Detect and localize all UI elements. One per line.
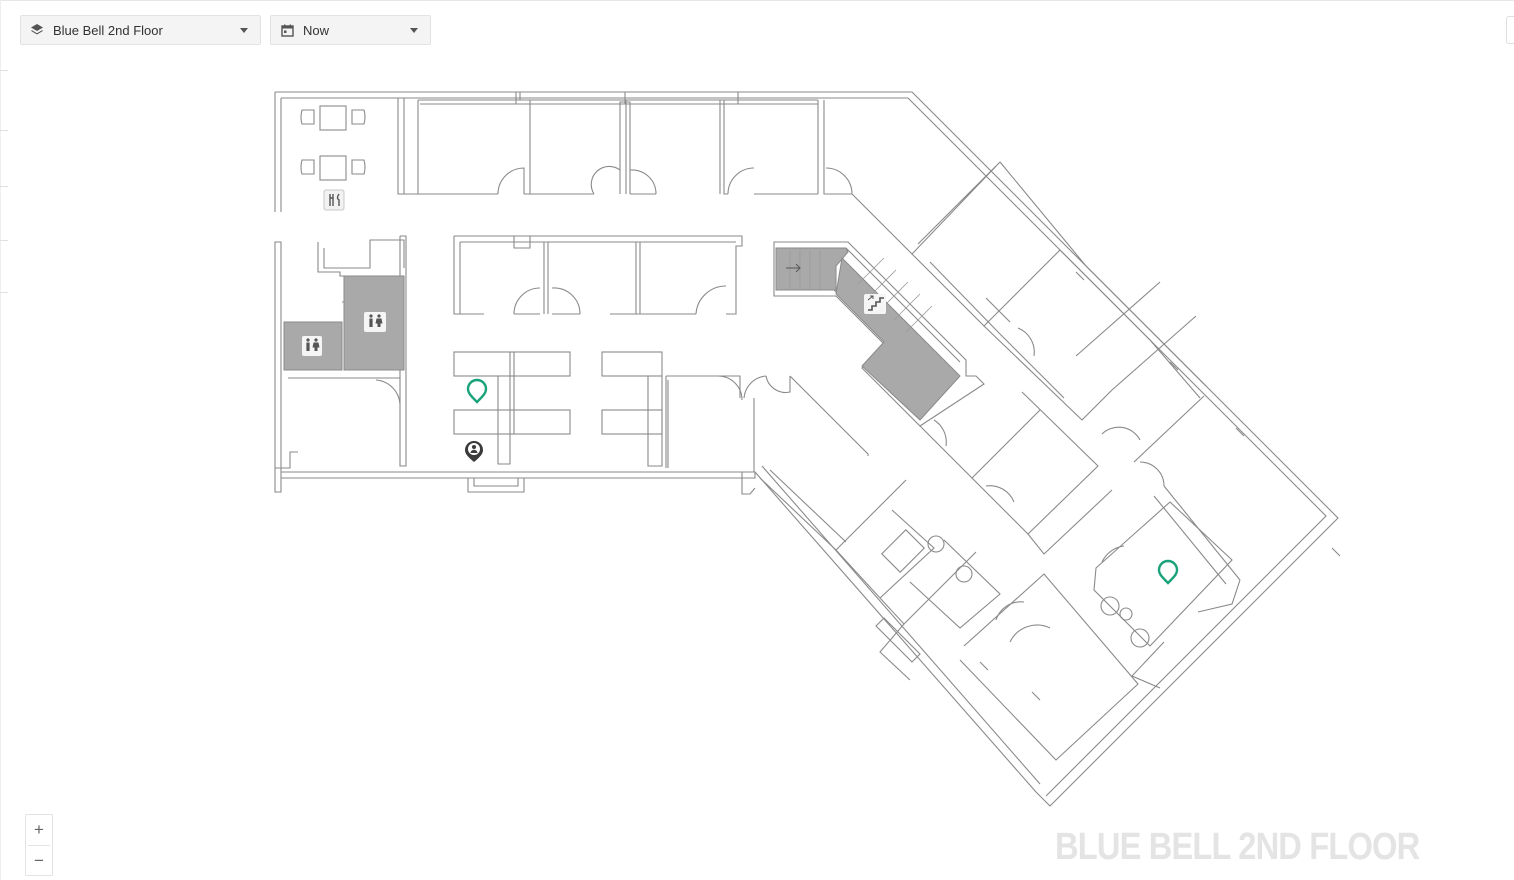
chevron-down-icon bbox=[410, 27, 418, 33]
person-pin-icon[interactable] bbox=[465, 441, 483, 462]
left-divider bbox=[0, 240, 8, 241]
restaurant-icon[interactable] bbox=[323, 189, 345, 211]
top-border bbox=[0, 0, 1514, 1]
left-divider bbox=[0, 130, 8, 131]
time-select-value: Now bbox=[303, 22, 330, 38]
floor-title-watermark: BLUE BELL 2ND FLOOR bbox=[1055, 826, 1420, 868]
restroom-icon[interactable] bbox=[364, 312, 386, 332]
left-border bbox=[0, 0, 1, 880]
location-pin-icon[interactable] bbox=[1157, 559, 1179, 585]
side-panel-toggle[interactable] bbox=[1506, 16, 1514, 44]
restroom-icon[interactable] bbox=[302, 336, 322, 356]
calendar-icon bbox=[279, 22, 295, 38]
stairs-icon[interactable] bbox=[864, 294, 886, 314]
zoom-in-button[interactable]: + bbox=[34, 820, 44, 839]
left-divider bbox=[0, 186, 8, 187]
zoom-divider bbox=[28, 845, 50, 846]
stair-area bbox=[775, 247, 849, 291]
layers-icon bbox=[29, 22, 45, 38]
left-divider bbox=[0, 70, 8, 71]
left-divider bbox=[0, 292, 8, 293]
chevron-down-icon bbox=[240, 27, 248, 33]
floor-select-value: Blue Bell 2nd Floor bbox=[53, 22, 163, 38]
location-pin-icon[interactable] bbox=[466, 378, 488, 404]
zoom-control: + − bbox=[25, 814, 53, 876]
floor-select[interactable]: Blue Bell 2nd Floor bbox=[20, 15, 261, 45]
zoom-out-button[interactable]: − bbox=[34, 851, 44, 870]
stair-area bbox=[835, 256, 961, 421]
time-select[interactable]: Now bbox=[270, 15, 431, 45]
